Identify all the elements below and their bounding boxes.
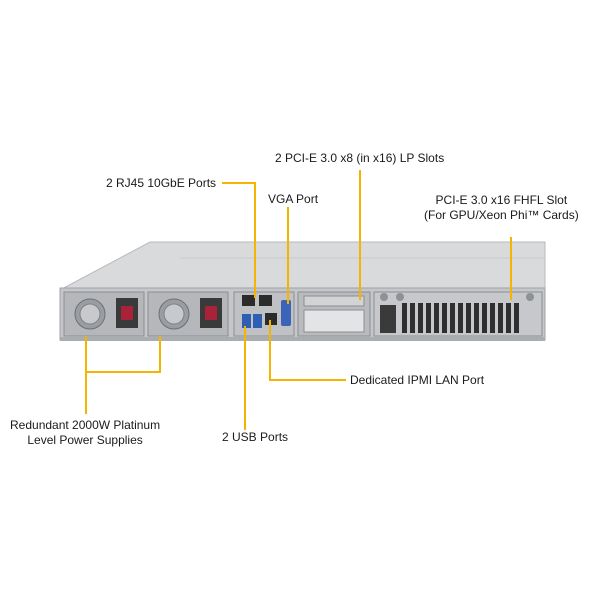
chassis-top [59,241,546,291]
label-psu-line1: Redundant 2000W Platinum [10,418,161,432]
rj45-port-1 [242,295,255,306]
leader-lines [85,170,512,430]
usb-port-2 [253,314,262,328]
leader-psu [85,336,161,373]
leader-ipmi [269,320,346,381]
leader-rj45 [222,182,256,298]
label-pcie-fhfl-line2: (For GPU/Xeon Phi™ Cards) [424,208,579,222]
io-panel [233,291,295,337]
label-vga-port: VGA Port [268,192,319,206]
vga-port [281,300,291,326]
label-psu-line2: Level Power Supplies [27,433,143,447]
label-ipmi-lan-port: Dedicated IPMI LAN Port [350,373,485,387]
power-supply-1 [63,291,145,337]
pcie-lp-slots [297,291,371,337]
power-supply-2 [147,291,229,337]
label-pcie-fhfl-slot: PCI-E 3.0 x16 FHFL Slot (For GPU/Xeon Ph… [424,193,579,223]
label-usb-ports: 2 USB Ports [222,430,289,444]
pcie-fhfl-slot [373,291,543,337]
rj45-port-2 [259,295,272,306]
usb-port-1 [242,314,251,328]
label-rj45-ports: 2 RJ45 10GbE Ports [106,176,217,190]
ipmi-lan-port [265,313,277,325]
label-power-supplies: Redundant 2000W Platinum Level Power Sup… [10,418,160,448]
label-pcie-lp-slots: 2 PCI-E 3.0 x8 (in x16) LP Slots [275,151,445,165]
label-pcie-fhfl-line1: PCI-E 3.0 x16 FHFL Slot [435,193,568,207]
